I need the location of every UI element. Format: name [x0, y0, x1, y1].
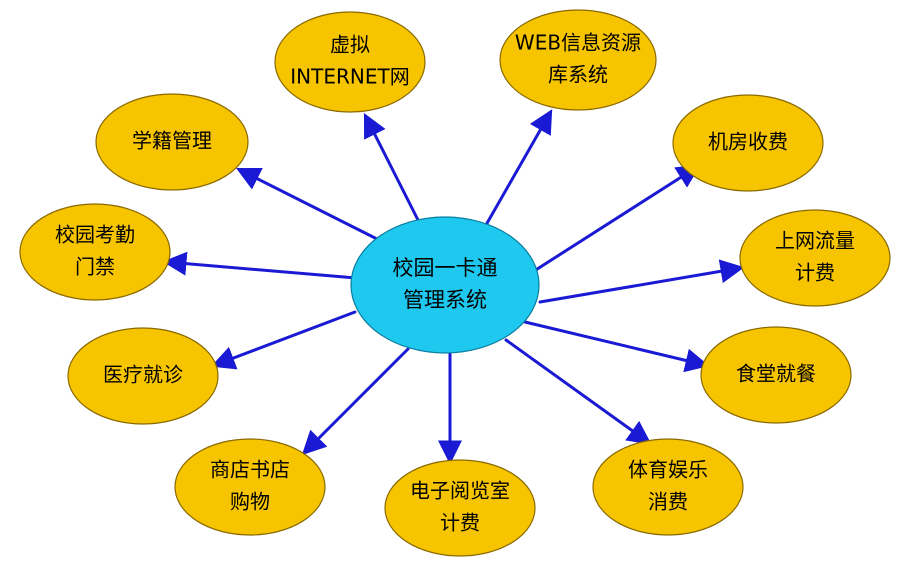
arrow-to-shop-bookstore: [301, 347, 410, 456]
node-ellipse-student-records: [95, 93, 249, 191]
node-student-records: 学籍管理: [95, 93, 249, 191]
node-internet-traffic-billing-label-line-2: 计费: [795, 261, 835, 285]
node-attendance-access-label-line-2: 门禁: [75, 255, 115, 279]
arrow-to-machine-room-billing: [518, 164, 701, 282]
node-ellipse-reading-room-billing: [384, 459, 536, 557]
node-ellipse-medical-clinic: [67, 327, 219, 425]
arrow-to-medical-clinic: [210, 310, 357, 370]
node-virtual-internet: 虚拟 INTERNET网: [274, 11, 426, 113]
node-ellipse-machine-room-billing: [672, 94, 824, 192]
node-canteen-dining-label-line-1: 食堂就餐: [736, 362, 816, 386]
arrow-to-web-resource: [484, 109, 553, 227]
node-shop-bookstore-label-line-2: 购物: [230, 490, 270, 514]
arrow-to-canteen-dining: [523, 320, 710, 373]
node-virtual-internet-label-line-2: INTERNET网: [290, 65, 409, 89]
node-sports-entertainment-label-line-2: 消费: [648, 490, 688, 514]
node-web-resource-label-line-1: WEB信息资源: [515, 31, 641, 55]
center-ellipse: [350, 216, 540, 354]
node-ellipse-internet-traffic-billing: [739, 209, 891, 307]
node-ellipse-web-resource: [499, 9, 657, 111]
node-medical-clinic: 医疗就诊: [67, 327, 219, 425]
node-shop-bookstore-label-line-1: 商店书店: [210, 458, 290, 482]
connector-arrows: [162, 109, 745, 465]
arrow-to-student-records: [235, 167, 383, 243]
node-medical-clinic-label-line-1: 医疗就诊: [103, 363, 183, 387]
arrow-to-virtual-internet: [363, 112, 422, 226]
node-student-records-label-line-1: 学籍管理: [132, 129, 212, 153]
center-label-line-2: 管理系统: [403, 288, 487, 312]
arrow-to-sports-entertainment: [504, 338, 652, 445]
node-web-resource-label-line-2: 库系统: [548, 63, 608, 87]
node-ellipse-sports-entertainment: [592, 438, 744, 536]
node-ellipse-shop-bookstore: [174, 438, 326, 536]
node-attendance-access-label-line-1: 校园考勤: [55, 223, 135, 247]
node-virtual-internet-label-line-1: 虚拟: [330, 33, 370, 57]
arrow-to-attendance-access: [162, 251, 358, 280]
center-label-line-1: 校园一卡通: [393, 256, 498, 280]
node-ellipse-attendance-access: [19, 203, 171, 301]
node-canteen-dining: 食堂就餐: [700, 326, 852, 424]
node-ellipse-canteen-dining: [700, 326, 852, 424]
node-sports-entertainment-label-line-1: 体育娱乐: [628, 458, 708, 482]
node-ellipse-virtual-internet: [274, 11, 426, 113]
node-internet-traffic-billing-label-line-1: 上网流量: [775, 229, 855, 253]
node-reading-room-billing-label-line-2: 计费: [440, 511, 480, 535]
arrow-to-internet-traffic-billing: [538, 259, 745, 304]
node-machine-room-billing: 机房收费: [672, 94, 824, 192]
node-machine-room-billing-label-line-1: 机房收费: [708, 130, 788, 154]
node-reading-room-billing-label-line-1: 电子阅览室: [410, 479, 510, 503]
